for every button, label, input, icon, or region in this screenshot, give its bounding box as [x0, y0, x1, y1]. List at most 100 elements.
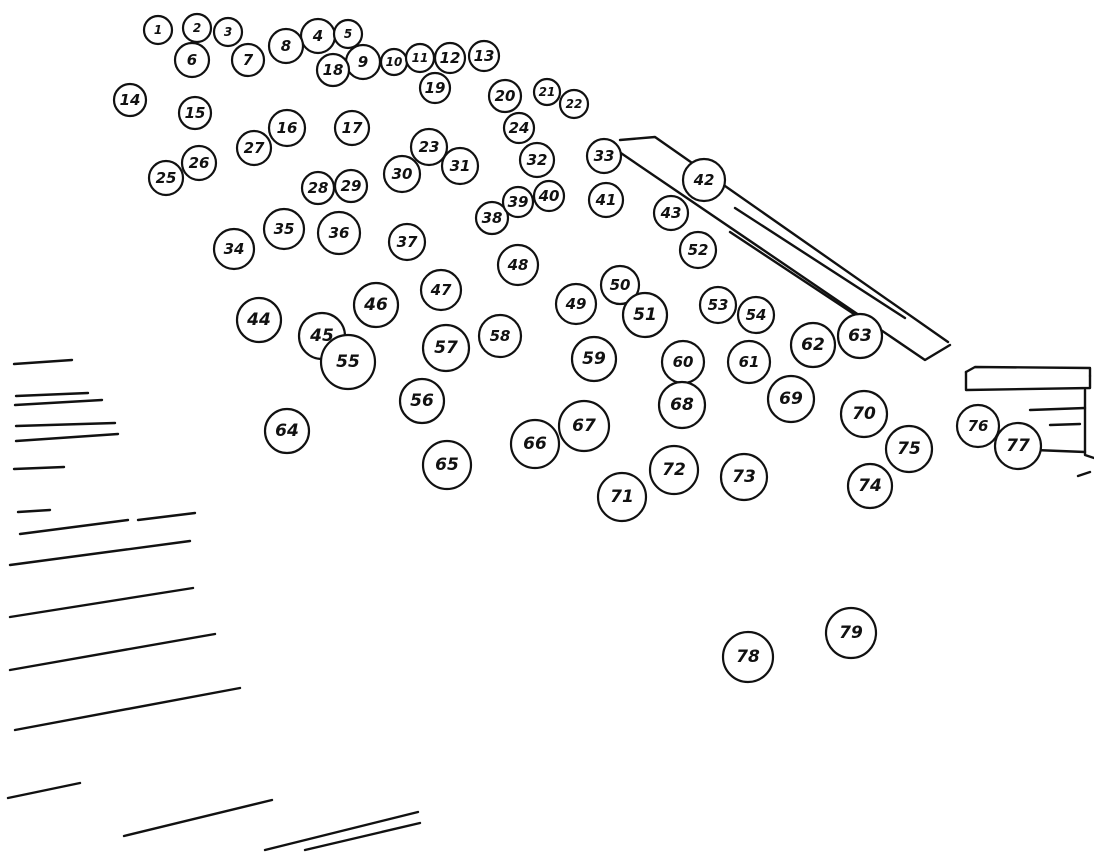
marker-61: 61	[728, 341, 770, 383]
marker-label: 7	[243, 51, 254, 69]
marker-label: 36	[329, 224, 350, 242]
marker-label: 57	[434, 338, 458, 358]
marker-30: 30	[384, 156, 420, 192]
marker-label: 51	[633, 305, 657, 325]
marker-54: 54	[738, 297, 774, 333]
marker-1: 1	[144, 16, 172, 44]
marker-label: 42	[693, 171, 715, 189]
marker-label: 2	[193, 21, 201, 35]
marker-label: 30	[392, 165, 413, 183]
marker-label: 60	[673, 353, 694, 371]
numbered-markers: 1234567891011121314151617181920212223242…	[114, 14, 1041, 682]
marker-label: 6	[187, 51, 197, 69]
marker-75: 75	[886, 426, 932, 472]
marker-42: 42	[683, 159, 725, 201]
marker-63: 63	[838, 314, 882, 358]
marker-34: 34	[214, 229, 254, 269]
marker-41: 41	[589, 183, 623, 217]
marker-label: 54	[746, 306, 767, 324]
marker-label: 49	[565, 295, 587, 313]
marker-label: 76	[968, 417, 989, 435]
marker-label: 25	[156, 169, 177, 187]
marker-24: 24	[504, 113, 534, 143]
marker-label: 41	[595, 191, 617, 209]
marker-22: 22	[560, 90, 588, 118]
marker-17: 17	[335, 111, 369, 145]
marker-47: 47	[421, 270, 461, 310]
marker-21: 21	[534, 79, 560, 105]
marker-label: 11	[412, 51, 429, 65]
marker-label: 67	[572, 416, 596, 436]
marker-label: 34	[224, 240, 245, 258]
marker-label: 77	[1006, 436, 1030, 456]
marker-19: 19	[420, 73, 450, 103]
marker-label: 9	[358, 53, 368, 71]
marker-77: 77	[995, 423, 1041, 469]
marker-78: 78	[723, 632, 773, 682]
marker-label: 79	[839, 623, 863, 643]
marker-3: 3	[214, 18, 242, 46]
marker-52: 52	[680, 232, 716, 268]
marker-label: 23	[419, 138, 440, 156]
marker-49: 49	[556, 284, 596, 324]
marker-label: 28	[308, 179, 329, 197]
marker-label: 74	[858, 476, 882, 496]
marker-18: 18	[317, 54, 349, 86]
marker-2: 2	[183, 14, 211, 42]
marker-label: 66	[523, 434, 547, 454]
marker-71: 71	[598, 473, 646, 521]
marker-label: 17	[342, 119, 363, 137]
marker-label: 27	[244, 139, 265, 157]
marker-5: 5	[334, 20, 362, 48]
marker-15: 15	[179, 97, 211, 129]
marker-74: 74	[848, 464, 892, 508]
marker-16: 16	[269, 110, 305, 146]
marker-label: 4	[312, 27, 323, 45]
marker-label: 12	[440, 49, 461, 67]
marker-31: 31	[442, 148, 478, 184]
marker-4: 4	[301, 19, 335, 53]
marker-label: 43	[660, 204, 682, 222]
marker-65: 65	[423, 441, 471, 489]
marker-label: 14	[120, 91, 141, 109]
marker-10: 10	[381, 49, 407, 75]
marker-23: 23	[411, 129, 447, 165]
marker-label: 21	[539, 85, 556, 99]
marker-70: 70	[841, 391, 887, 437]
marker-72: 72	[650, 446, 698, 494]
marker-59: 59	[572, 337, 616, 381]
marker-36: 36	[318, 212, 360, 254]
marker-label: 15	[185, 104, 206, 122]
marker-7: 7	[232, 44, 264, 76]
marker-label: 59	[582, 349, 606, 369]
marker-58: 58	[479, 315, 521, 357]
marker-label: 70	[852, 404, 876, 424]
marker-label: 48	[507, 256, 529, 274]
marker-55: 55	[321, 335, 375, 389]
marker-label: 8	[281, 37, 291, 55]
marker-label: 62	[801, 335, 825, 355]
marker-label: 24	[509, 119, 530, 137]
marker-66: 66	[511, 420, 559, 468]
marker-69: 69	[768, 376, 814, 422]
marker-label: 61	[739, 353, 760, 371]
marker-64: 64	[265, 409, 309, 453]
marker-label: 56	[410, 391, 434, 411]
marker-39: 39	[503, 187, 533, 217]
marker-label: 38	[482, 209, 503, 227]
marker-label: 29	[341, 177, 362, 195]
marker-label: 46	[363, 295, 388, 315]
marker-label: 33	[594, 147, 615, 165]
marker-label: 31	[450, 157, 471, 175]
marker-53: 53	[700, 287, 736, 323]
marker-label: 10	[386, 55, 403, 69]
marker-62: 62	[791, 323, 835, 367]
marker-48: 48	[498, 245, 538, 285]
marker-26: 26	[182, 146, 216, 180]
marker-37: 37	[389, 224, 425, 260]
marker-32: 32	[520, 143, 554, 177]
marker-43: 43	[654, 196, 688, 230]
marker-label: 75	[897, 439, 921, 459]
marker-label: 16	[277, 119, 298, 137]
